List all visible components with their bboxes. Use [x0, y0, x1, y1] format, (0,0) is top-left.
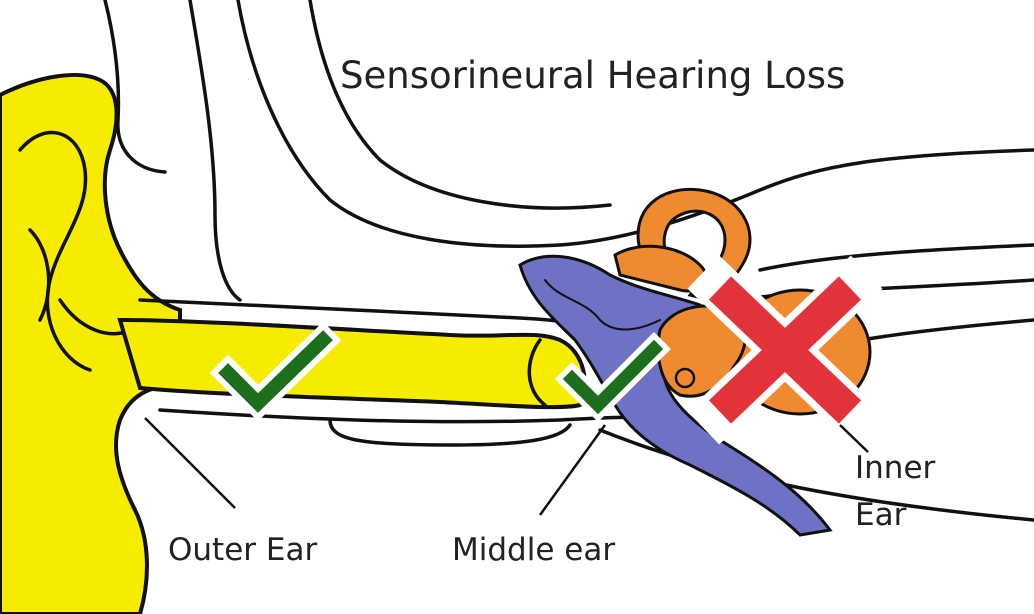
- inner-ear-leader: [839, 424, 869, 453]
- auricle-shape: [0, 73, 182, 614]
- check-icon: [209, 321, 342, 422]
- leader-lines: [144, 417, 869, 516]
- inner-ear-label-line2: Ear: [855, 497, 907, 533]
- ear-canal: [117, 317, 587, 410]
- diagram-title: Sensorineural Hearing Loss: [340, 54, 845, 97]
- check-icon: [555, 332, 671, 422]
- inner-ear-label-line1: Inner: [855, 450, 936, 486]
- middle-ear-label: Middle ear: [452, 532, 615, 568]
- middle-ear-leader: [538, 424, 607, 516]
- cross-icon: [687, 255, 883, 445]
- outer-ear-label: Outer Ear: [168, 532, 317, 568]
- outer-ear-leader: [144, 417, 236, 509]
